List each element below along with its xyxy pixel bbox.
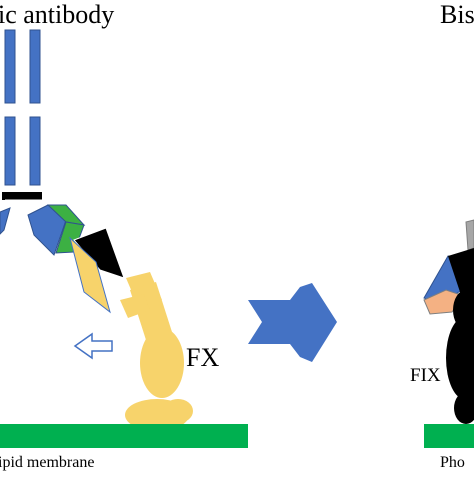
right-black-upper: [448, 248, 474, 300]
fx-middle-ellipse: [140, 328, 184, 398]
right-membrane-label: Pho: [440, 454, 465, 471]
left-membrane: [0, 424, 248, 448]
heavy-chain-right-lower: [29, 116, 41, 186]
left-panel-title: ic antibody: [0, 0, 115, 29]
fx-factor: [120, 272, 193, 431]
fx-base-ellipse-2: [163, 399, 193, 423]
right-panel-title: Bis: [440, 0, 474, 29]
hinge-bar: [2, 192, 42, 200]
right-membrane: [424, 424, 474, 448]
heavy-chain-right-upper: [29, 29, 41, 104]
heavy-chain-left-lower: [4, 116, 16, 186]
fab-arm-left: [0, 207, 11, 235]
left-arrow-icon: [73, 332, 113, 360]
fx-upper-rect-3: [120, 294, 150, 318]
fab-right-blue-domain: [27, 204, 67, 256]
fab-left-blue: [0, 207, 11, 235]
fab-right-yellow-domain: [69, 236, 111, 314]
right-black-ellipse-2: [446, 316, 474, 400]
heavy-chain-left-upper: [4, 29, 16, 104]
fix-label: FIX: [410, 365, 441, 386]
right-arrow-icon: [248, 283, 337, 362]
fab-arm-right: [27, 204, 125, 314]
fx-label: FX: [186, 343, 220, 372]
left-membrane-label: ipid membrane: [0, 454, 95, 471]
right-grey-domain: [465, 219, 474, 251]
right-black-ellipse-3: [454, 392, 474, 424]
right-complex: [423, 219, 474, 424]
antibody-heavy-chains: [4, 29, 41, 186]
